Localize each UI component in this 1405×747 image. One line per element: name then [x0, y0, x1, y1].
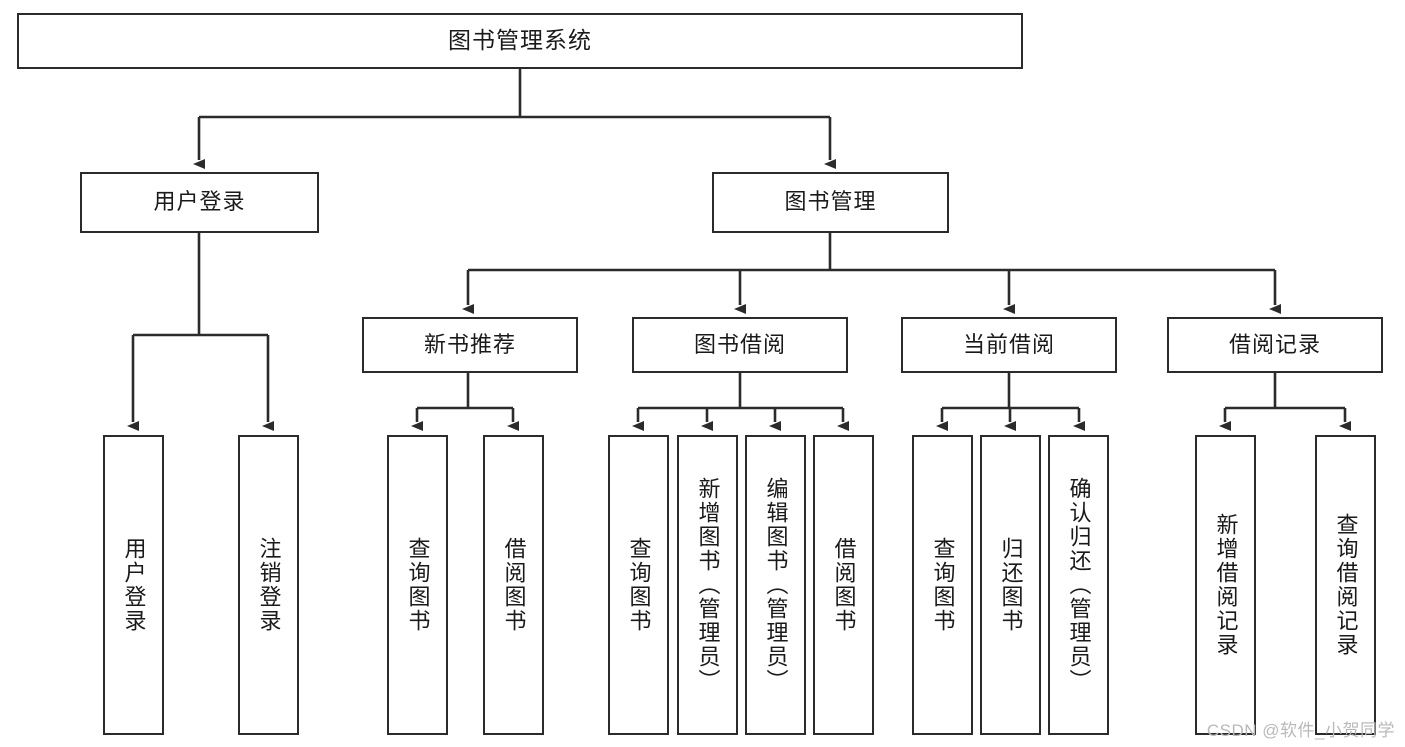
- node-label: 归还图书: [998, 537, 1024, 633]
- node-leaf-user-login-signin[interactable]: 用户登录: [103, 435, 164, 735]
- node-leaf-book-borrow-query[interactable]: 查询图书: [608, 435, 669, 735]
- node-leaf-book-borrow-add[interactable]: 新增图书（管理员）: [677, 435, 738, 735]
- node-leaf-current-borrow-query[interactable]: 查询图书: [912, 435, 973, 735]
- node-current-borrowing[interactable]: 当前借阅: [901, 317, 1117, 373]
- node-label: 新增图书（管理员）: [695, 477, 721, 693]
- node-book-borrowing[interactable]: 图书借阅: [632, 317, 848, 373]
- node-label: 查询图书: [626, 537, 652, 633]
- node-label: 新增借阅记录: [1213, 513, 1239, 657]
- node-label: 用户登录: [121, 537, 147, 633]
- node-label: 查询图书: [405, 537, 431, 633]
- node-book-management[interactable]: 图书管理: [712, 172, 949, 233]
- node-label: 确认归还（管理员）: [1066, 477, 1092, 693]
- node-label: 用户登录: [153, 189, 246, 215]
- node-label: 借阅图书: [501, 537, 527, 633]
- node-leaf-borrow-record-query[interactable]: 查询借阅记录: [1315, 435, 1376, 735]
- node-root-book-management-system[interactable]: 图书管理系统: [17, 13, 1023, 69]
- node-leaf-current-borrow-confirm-return[interactable]: 确认归还（管理员）: [1048, 435, 1109, 735]
- node-label: 图书管理: [784, 189, 877, 215]
- node-leaf-book-borrow-borrow[interactable]: 借阅图书: [813, 435, 874, 735]
- node-label: 借阅图书: [831, 537, 857, 633]
- node-label: 查询图书: [930, 537, 956, 633]
- node-leaf-borrow-record-add[interactable]: 新增借阅记录: [1195, 435, 1256, 735]
- node-label: 编辑图书（管理员）: [763, 477, 789, 693]
- node-label: 图书管理系统: [448, 27, 592, 54]
- node-borrowing-records[interactable]: 借阅记录: [1167, 317, 1383, 373]
- watermark-text: CSDN @软件_小贺同学: [1206, 721, 1395, 740]
- node-label: 新书推荐: [423, 331, 516, 357]
- node-leaf-new-book-query[interactable]: 查询图书: [387, 435, 448, 735]
- node-leaf-user-login-signout[interactable]: 注销登录: [238, 435, 299, 735]
- node-leaf-new-book-borrow[interactable]: 借阅图书: [483, 435, 544, 735]
- node-label: 图书借阅: [693, 331, 786, 357]
- node-label: 当前借阅: [962, 331, 1055, 357]
- node-label: 注销登录: [256, 537, 282, 633]
- node-label: 借阅记录: [1228, 331, 1321, 357]
- node-new-book-recommendation[interactable]: 新书推荐: [362, 317, 578, 373]
- node-user-login[interactable]: 用户登录: [80, 172, 319, 233]
- node-leaf-current-borrow-return[interactable]: 归还图书: [980, 435, 1041, 735]
- node-leaf-book-borrow-edit[interactable]: 编辑图书（管理员）: [745, 435, 806, 735]
- node-label: 查询借阅记录: [1333, 513, 1359, 657]
